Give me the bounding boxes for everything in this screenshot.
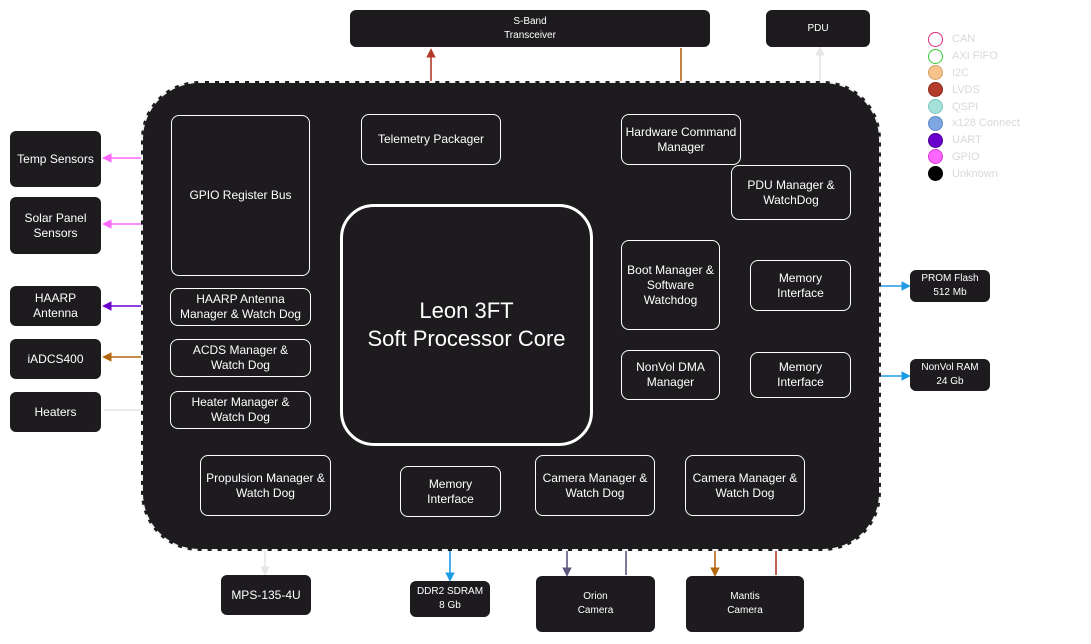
leon3ft-core[interactable]: Leon 3FT Soft Processor Core (340, 204, 593, 446)
legend-swatch-can (928, 31, 943, 47)
haarp-antenna[interactable]: HAARP Antenna (10, 286, 101, 326)
legend-swatch-qspi (928, 99, 943, 115)
solar-panel-sensors[interactable]: Solar Panel Sensors (10, 197, 101, 254)
legend-swatch-axi-fifo (928, 48, 943, 64)
legend-item-uart: UART (928, 132, 1048, 149)
acds-manager[interactable]: ACDS Manager & Watch Dog (170, 339, 311, 377)
legend-item-x128-connect: x128 Connect (928, 115, 1048, 132)
gpio-register-bus[interactable]: GPIO Register Bus (171, 115, 310, 276)
legend-item-can: CAN (928, 31, 1048, 48)
legend-item-lvds: LVDS (928, 81, 1048, 98)
legend-item-qspi: QSPI (928, 98, 1048, 115)
mps-135-4u[interactable]: MPS-135-4U (221, 575, 311, 615)
legend-item-axi-fifo: AXI FIFO (928, 48, 1048, 65)
legend-label-i2c: I2C (952, 66, 970, 79)
core-title-line2: Soft Processor Core (367, 326, 566, 351)
heaters[interactable]: Heaters (10, 392, 101, 432)
legend-item-unknown: Unknown (928, 165, 1048, 182)
pdu-manager[interactable]: PDU Manager & WatchDog (731, 165, 851, 220)
legend: CAN AXI FIFO I2C LVDS QSPI x128 Connect … (928, 31, 1048, 182)
legend-label-x128-connect: x128 Connect (952, 117, 1020, 130)
memory-interface-prom[interactable]: Memory Interface (750, 260, 851, 311)
nonvol-dma-manager[interactable]: NonVol DMA Manager (621, 350, 720, 400)
sband-transceiver[interactable]: S-Band Transceiver (350, 10, 710, 47)
camera-manager-orion[interactable]: Camera Manager & Watch Dog (535, 455, 655, 516)
memory-interface-ddr[interactable]: Memory Interface (400, 466, 501, 517)
legend-item-gpio: GPIO (928, 149, 1048, 166)
legend-item-i2c: I2C (928, 65, 1048, 82)
heater-manager[interactable]: Heater Manager & Watch Dog (170, 391, 311, 429)
prom-flash[interactable]: PROM Flash 512 Mb (910, 270, 990, 302)
legend-label-qspi: QSPI (952, 100, 979, 113)
boot-manager[interactable]: Boot Manager & Software Watchdog (621, 240, 720, 330)
telemetry-packager[interactable]: Telemetry Packager (361, 114, 501, 165)
pdu[interactable]: PDU (766, 10, 870, 47)
propulsion-manager[interactable]: Propulsion Manager & Watch Dog (200, 455, 331, 516)
camera-manager-mantis[interactable]: Camera Manager & Watch Dog (685, 455, 805, 516)
legend-label-gpio: GPIO (952, 150, 980, 163)
legend-label-uart: UART (952, 134, 982, 147)
legend-label-unknown: Unknown (952, 167, 998, 180)
legend-swatch-uart (928, 132, 943, 148)
legend-label-lvds: LVDS (952, 83, 980, 96)
temp-sensors[interactable]: Temp Sensors (10, 131, 101, 187)
orion-camera[interactable]: Orion Camera (536, 576, 655, 632)
mantis-camera[interactable]: Mantis Camera (686, 576, 804, 632)
legend-swatch-lvds (928, 82, 943, 98)
hardware-command-manager[interactable]: Hardware Command Manager (621, 114, 741, 165)
nonvol-ram[interactable]: NonVol RAM 24 Gb (910, 359, 990, 391)
legend-swatch-x128-connect (928, 115, 943, 131)
legend-swatch-gpio (928, 149, 943, 165)
iadcs400[interactable]: iADCS400 (10, 339, 101, 379)
legend-label-axi-fifo: AXI FIFO (952, 50, 998, 63)
legend-swatch-unknown (928, 166, 943, 182)
ddr2-sdram[interactable]: DDR2 SDRAM 8 Gb (410, 581, 490, 617)
legend-label-can: CAN (952, 33, 976, 46)
core-title-line1: Leon 3FT (419, 298, 514, 323)
haarp-antenna-manager[interactable]: HAARP Antenna Manager & Watch Dog (170, 288, 311, 326)
memory-interface-nvram[interactable]: Memory Interface (750, 352, 851, 398)
legend-swatch-i2c (928, 65, 943, 81)
